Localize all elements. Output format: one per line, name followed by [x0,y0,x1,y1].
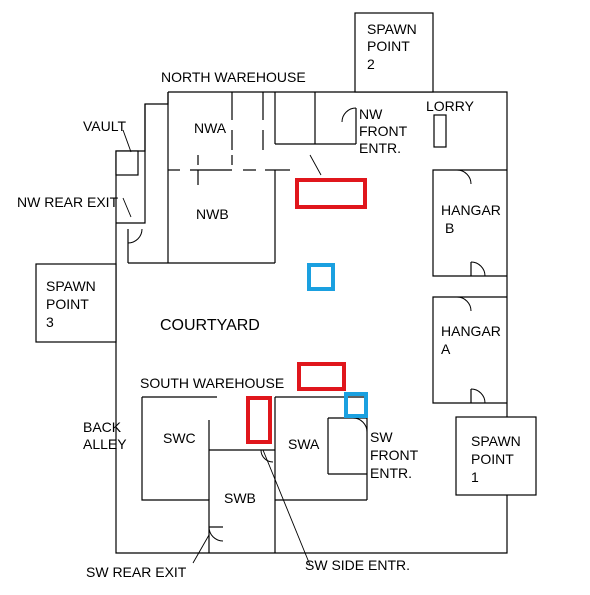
label-nwa: NWA [194,120,227,136]
label-nw-rear-exit: NW REAR EXIT [17,194,119,210]
label-nw-front-entr-1: NW [359,106,383,122]
label-lorry: LORRY [426,98,475,114]
spawn-point-2-box [354,12,434,93]
label-south-warehouse: SOUTH WAREHOUSE [140,375,284,391]
label-hangar-b-2: B [445,220,454,236]
hangars [432,169,507,404]
label-nw-front-entr-3: ENTR. [359,140,401,156]
label-swb: SWB [224,490,256,506]
label-sw-front-entr-1: SW [370,429,393,445]
label-swc: SWC [163,430,196,446]
label-sw-side-entr: SW SIDE ENTR. [305,557,410,573]
label-spawn2-2: POINT [367,38,410,54]
label-north-warehouse: NORTH WAREHOUSE [161,69,306,85]
label-nwb: NWB [196,206,229,222]
label-sw-front-entr-2: FRONT [370,447,419,463]
label-vault: VAULT [83,118,126,134]
label-spawn2-3: 2 [367,56,375,72]
label-courtyard: COURTYARD [160,317,260,334]
label-hangar-b-1: HANGAR [441,202,501,218]
vault-box [115,150,139,176]
spawn-point-1-box [455,416,537,496]
label-swa: SWA [288,436,320,452]
label-nw-front-entr-2: FRONT [359,123,408,139]
marker-red-north [295,178,367,209]
marker-blue-courtyard [307,263,335,291]
north-warehouse-walls [127,92,357,264]
label-sw-rear-exit: SW REAR EXIT [86,564,187,580]
label-spawn1-3: 1 [471,469,479,485]
label-hangar-a-2: A [441,341,451,357]
label-spawn1-2: POINT [471,451,514,467]
label-spawn3-2: POINT [46,296,89,312]
label-spawn3-3: 3 [46,314,54,330]
marker-red-south-vertical [246,396,272,444]
label-spawn2-1: SPAWN [367,21,417,37]
label-back-alley-2: ALLEY [83,436,127,452]
label-sw-front-entr-3: ENTR. [370,465,412,481]
lorry-box [433,114,447,148]
label-back-alley-1: BACK [83,419,122,435]
marker-red-south [297,362,346,391]
marker-blue-sw-front [344,392,368,418]
label-spawn1-1: SPAWN [471,433,521,449]
spawn-point-3-box [35,263,117,343]
label-spawn3-1: SPAWN [46,278,96,294]
south-warehouse-walls [141,396,368,553]
label-hangar-a-1: HANGAR [441,323,501,339]
